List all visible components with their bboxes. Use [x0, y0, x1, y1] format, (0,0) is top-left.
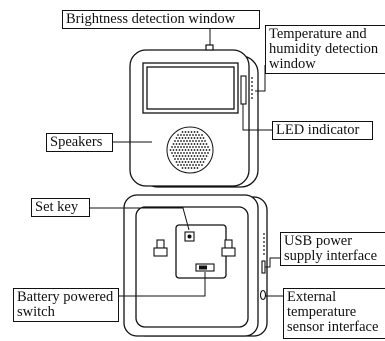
speaker-grille [166, 126, 214, 174]
set-key-dot [187, 234, 192, 239]
speaker-holes [169, 131, 211, 169]
wall-clip-right [221, 239, 236, 257]
led-indicator-slot [240, 75, 247, 105]
usb-port [261, 260, 266, 274]
battery-switch-knob [199, 265, 207, 270]
label-temperature-humidity-window: Temperature and humidity detection windo… [265, 25, 385, 74]
wall-clip-left [153, 239, 168, 257]
back-vent-dots [263, 233, 265, 255]
label-set-key: Set key [31, 198, 90, 217]
label-battery-switch: Battery powered switch [13, 288, 119, 322]
label-brightness-window: Brightness detection window [62, 10, 260, 29]
label-usb-power-interface: USB power supply interface [280, 232, 385, 266]
external-sensor-jack [259, 289, 267, 301]
label-external-sensor-interface: External temperature sensor interface [283, 288, 385, 339]
label-led-indicator: LED indicator [272, 121, 373, 140]
brightness-sensor-window [205, 44, 214, 51]
humidity-vent-dots [251, 77, 253, 99]
leader-lines [90, 28, 283, 297]
label-speakers: Speakers [46, 133, 113, 152]
